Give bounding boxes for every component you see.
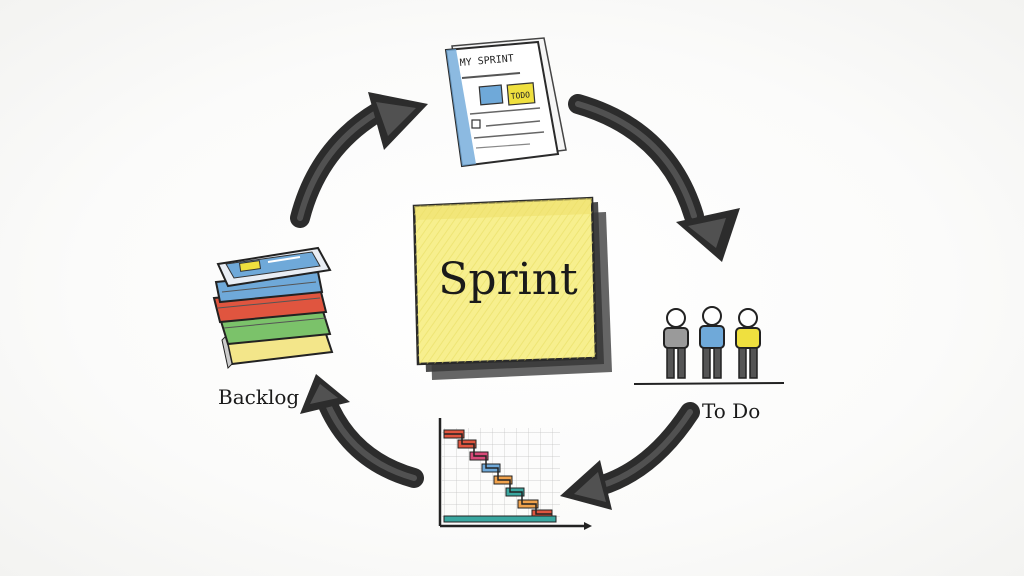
arrow-backlog-to-document	[290, 92, 428, 228]
center-label: Sprint	[438, 254, 578, 305]
todo-label: To Do	[702, 399, 760, 423]
arrow-document-to-todo	[568, 94, 740, 262]
person-icon	[663, 308, 689, 379]
person-icon	[735, 308, 761, 379]
book-stack-icon: Backlog	[212, 246, 334, 409]
document-icon: MY SPRINT TODO	[444, 37, 567, 168]
arrow-todo-to-chart	[560, 402, 700, 510]
team-icon: To Do	[633, 306, 785, 423]
sprint-sticky-note: Sprint	[412, 196, 612, 380]
document-heading: MY SPRINT	[459, 53, 514, 69]
arrow-chart-to-backlog	[300, 374, 424, 488]
burndown-chart-icon	[438, 418, 592, 530]
person-icon	[699, 306, 725, 379]
document-sticky-text: TODO	[510, 90, 530, 101]
backlog-label: Backlog	[218, 385, 299, 409]
